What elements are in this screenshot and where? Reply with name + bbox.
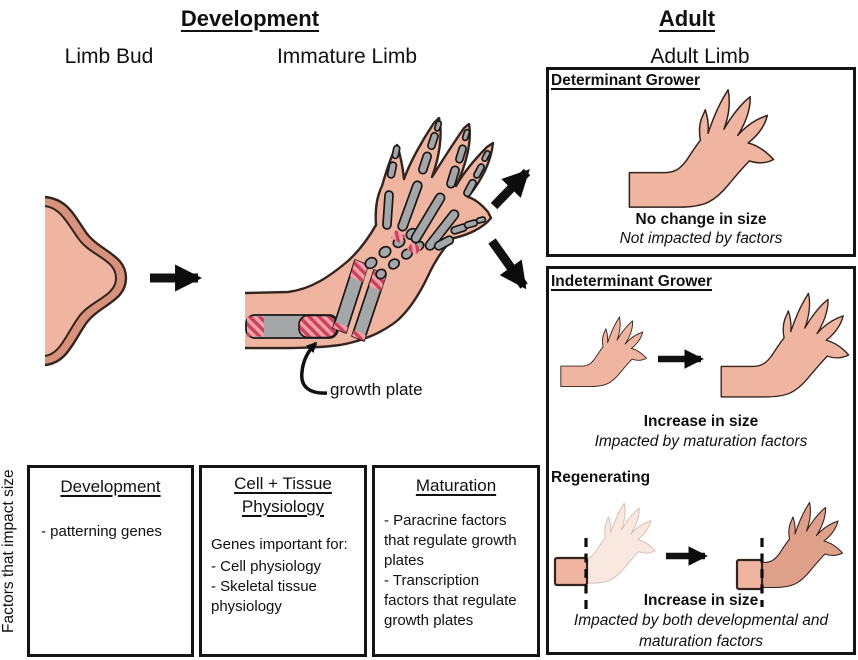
factor-box-maturation-title: Maturation: [415, 476, 497, 495]
immature-limb-skeleton: [245, 120, 491, 342]
factor-box-cell-tissue-line: - Cell physiology: [211, 558, 322, 575]
factor-box-maturation: Maturation - Paracrine factors that regu…: [372, 465, 540, 657]
factor-box-cell-tissue-line: physiology: [211, 598, 282, 615]
development-header: Development: [180, 6, 320, 31]
regenerating-caption-italic-2: maturation factors: [638, 633, 764, 650]
determinant-title: Determinant Grower: [551, 72, 701, 89]
arrow-to-determinant-icon: [490, 168, 531, 210]
factor-box-maturation-line: factors that regulate: [384, 592, 517, 609]
indeterminant-caption-bold: Increase in size: [643, 413, 759, 430]
factor-box-development: Development - patterning genes: [27, 465, 194, 657]
factor-box-cell-tissue-line: Genes important for:: [211, 536, 348, 553]
limb-bud-illustration: [44, 195, 128, 367]
determinant-caption-bold: No change in size: [635, 211, 767, 228]
factor-box-maturation-line: - Paracrine factors: [384, 512, 507, 529]
side-axis-label: Factors that impact size: [0, 469, 17, 633]
factor-box-maturation-line: that regulate growth: [384, 532, 517, 549]
factor-box-cell-tissue-title: Cell + Tissue: [234, 474, 332, 493]
adult-header: Adult: [658, 6, 716, 31]
factor-box-cell-tissue-title2: Physiology: [241, 497, 325, 516]
immature-limb-label: Immature Limb: [276, 45, 418, 68]
adult-limb-label: Adult Limb: [650, 45, 750, 68]
growth-plate-label: growth plate: [330, 380, 423, 399]
limb-bud-label: Limb Bud: [64, 45, 154, 68]
immature-limb-illustration: [244, 116, 495, 350]
factor-box-maturation-line: plates: [384, 552, 425, 569]
indeterminant-title: Indeterminant Grower: [551, 273, 713, 290]
regenerating-caption-bold: Increase in size: [643, 592, 759, 609]
arrow-to-indeterminant-icon: [488, 238, 528, 290]
determinant-caption-italic: Not impacted by factors: [619, 230, 783, 247]
indeterminant-caption-italic: Impacted by maturation factors: [594, 433, 808, 450]
regenerating-caption-italic-1: Impacted by both developmental and: [573, 612, 829, 629]
factor-box-maturation-line: - Transcription: [384, 572, 480, 589]
factor-box-cell-tissue: Cell + Tissue Physiology Genes important…: [199, 465, 367, 657]
growth-plate-pointer-arrow: [300, 341, 328, 395]
factor-box-maturation-line: growth plates: [384, 612, 474, 629]
regenerating-title: Regenerating: [551, 469, 651, 486]
factor-box-development-title: Development: [60, 477, 161, 496]
factor-box-development-line: - patterning genes: [41, 523, 162, 540]
factor-box-cell-tissue-line: - Skeletal tissue: [211, 578, 317, 595]
